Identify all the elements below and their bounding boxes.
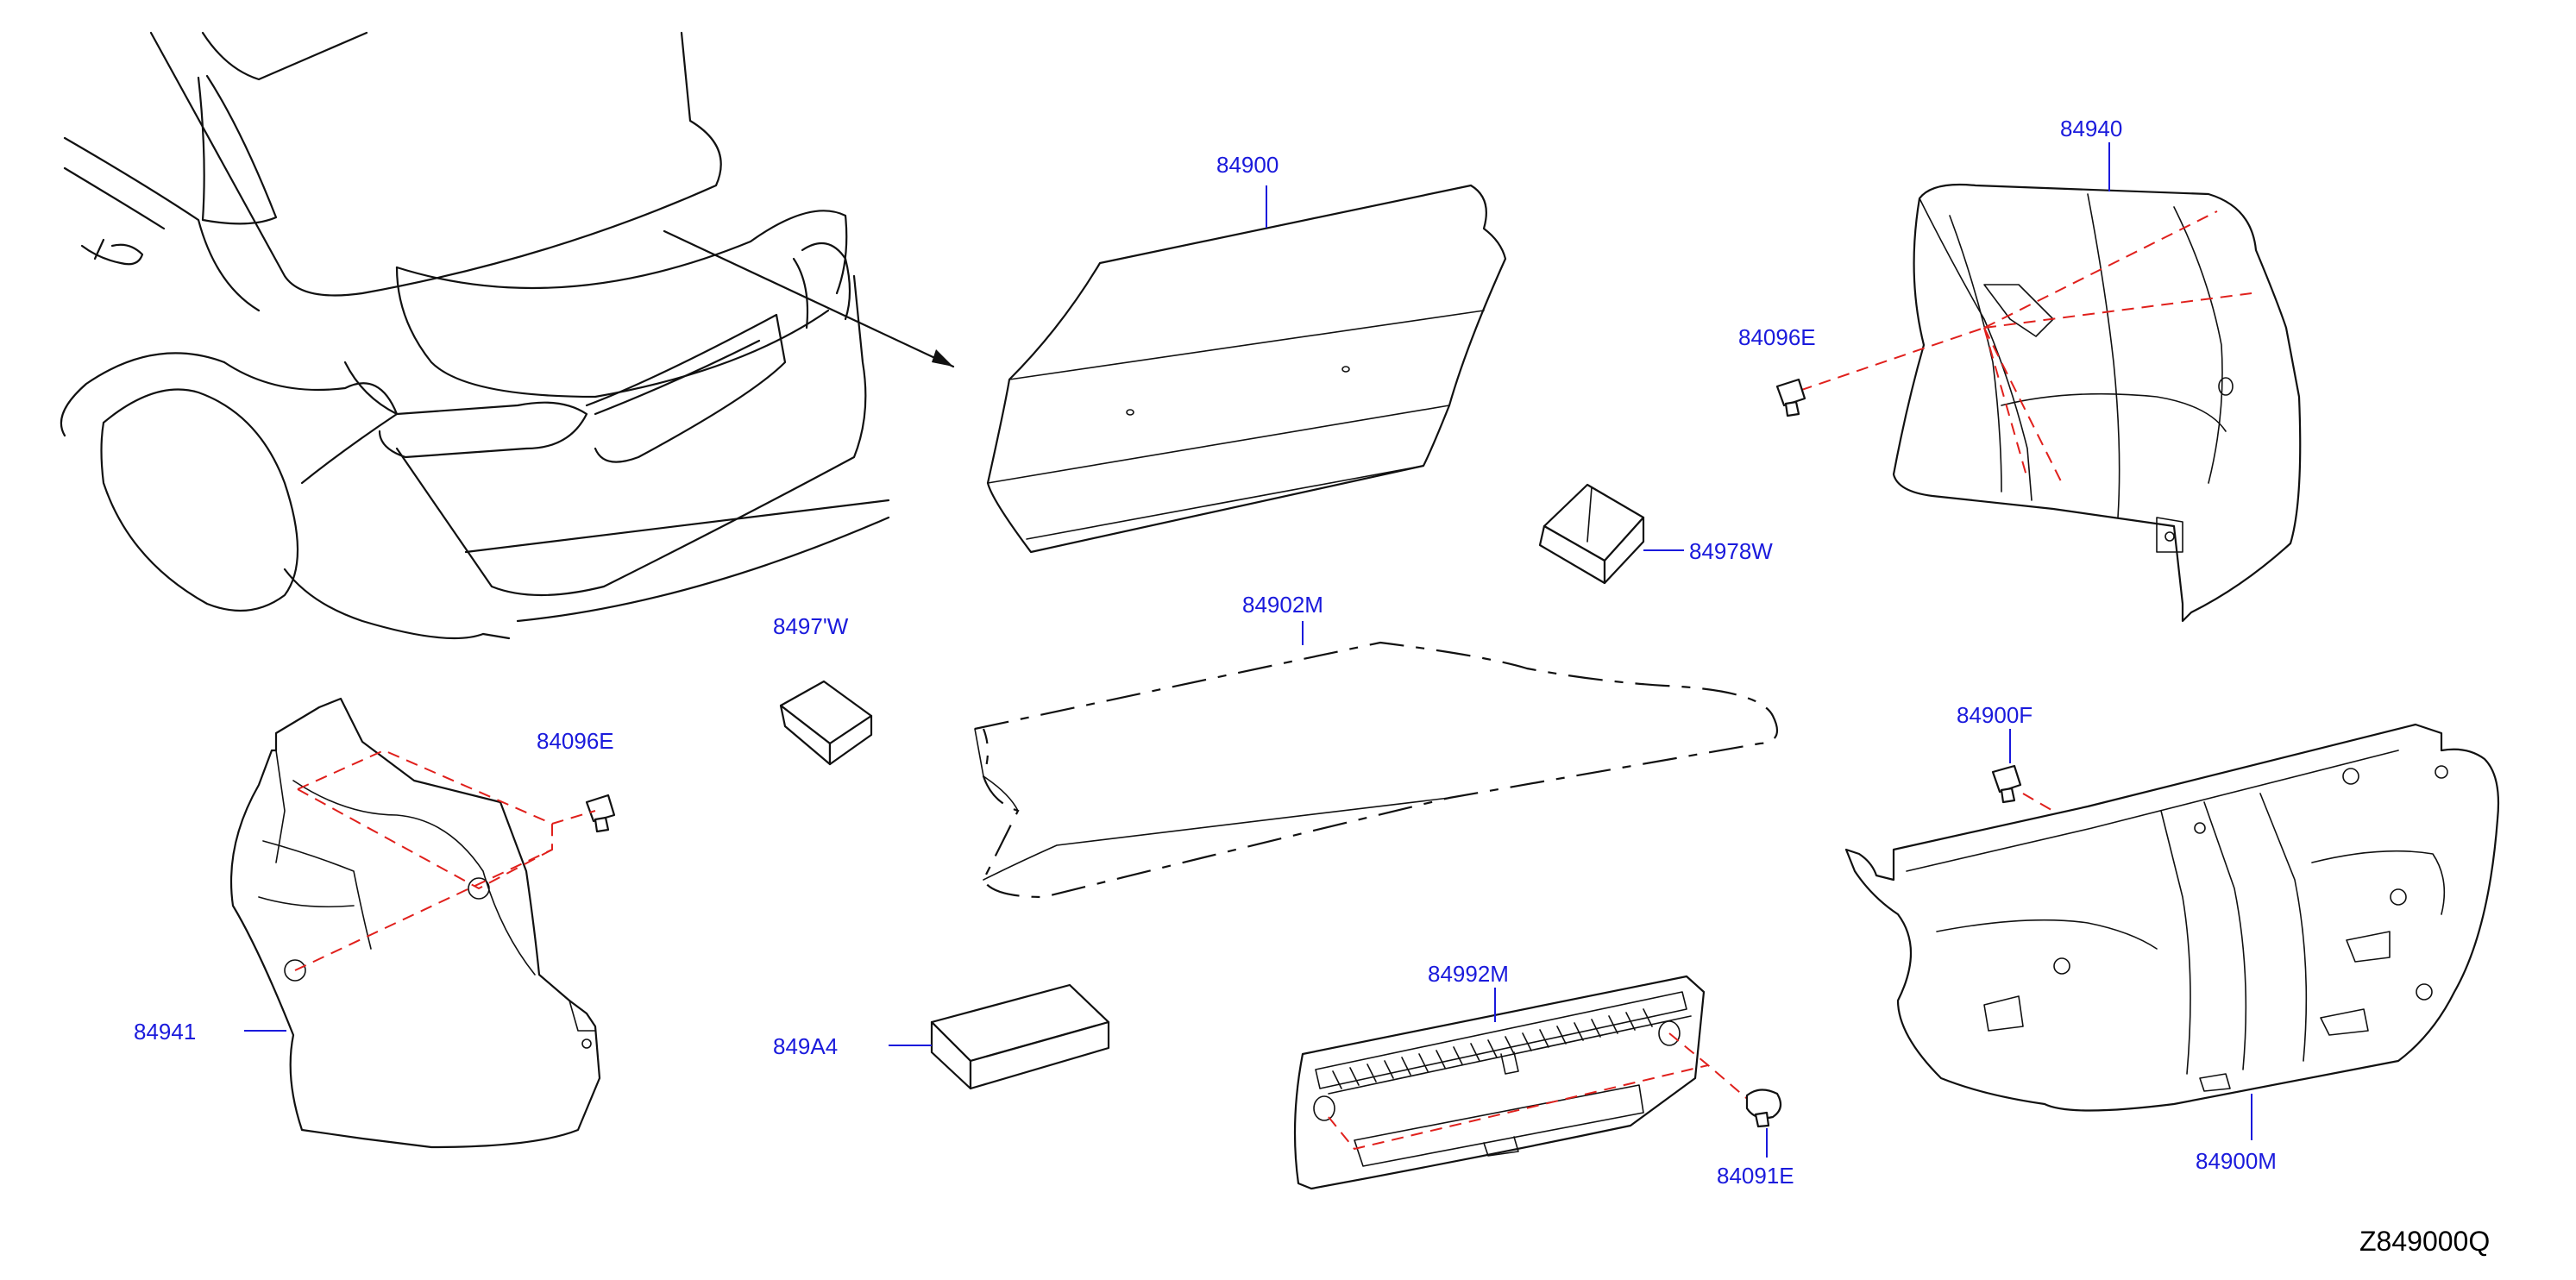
part-84902M-trunk-mat: 84902M bbox=[974, 592, 1779, 899]
part-84941-side-trim: 84941 bbox=[134, 697, 601, 1149]
part-84900M-lid-finisher: 84900M bbox=[1844, 723, 2500, 1174]
part-849A4-pad: 849A4 bbox=[773, 983, 1110, 1090]
part-84096E-clip-left: 84096E bbox=[537, 728, 616, 833]
label-84902M: 84902M bbox=[1242, 592, 1323, 618]
label-84992M: 84992M bbox=[1428, 961, 1509, 987]
part-84091E-clip: 84091E bbox=[1717, 1089, 1794, 1189]
label-84940: 84940 bbox=[2060, 116, 2122, 141]
vehicle-rear-illustration bbox=[60, 31, 955, 640]
label-84978W: 84978W bbox=[1689, 538, 1773, 564]
part-84992M-sill-plate: 84992M bbox=[1293, 961, 1752, 1190]
label-849A4: 849A4 bbox=[773, 1033, 838, 1059]
label-84900F: 84900F bbox=[1957, 702, 2033, 728]
part-84900-trunk-board: 84900 bbox=[986, 152, 1507, 554]
part-84978W-pad: 84978W bbox=[1538, 483, 1773, 585]
label-84096E-top: 84096E bbox=[1738, 324, 1816, 350]
diagram-id: Z849000Q bbox=[2359, 1226, 2490, 1257]
label-84941: 84941 bbox=[134, 1019, 196, 1045]
part-84096E-clip-top: 84096E bbox=[1738, 324, 1816, 417]
part-84979W-pad: 8497'W bbox=[773, 613, 873, 766]
label-84900M: 84900M bbox=[2196, 1148, 2277, 1174]
label-84900: 84900 bbox=[1216, 152, 1279, 178]
label-84096E-left: 84096E bbox=[537, 728, 614, 754]
label-84091E: 84091E bbox=[1717, 1163, 1794, 1189]
part-84940-side-trim: 84940 bbox=[1781, 116, 2302, 623]
label-84979W: 8497'W bbox=[773, 613, 849, 639]
